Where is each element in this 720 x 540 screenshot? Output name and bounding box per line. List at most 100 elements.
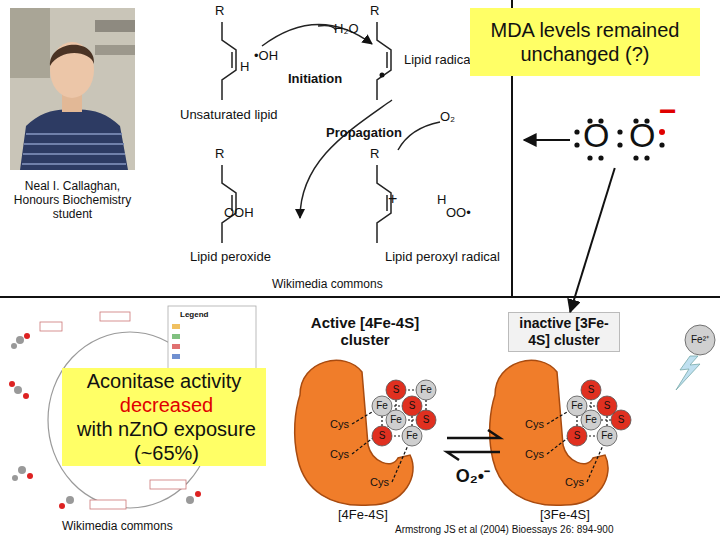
- reaction-arrow: [318, 26, 336, 31]
- text-label: Fe: [420, 384, 432, 396]
- molecule-node: OO−: [575, 118, 670, 168]
- text-label: Propagation: [326, 126, 402, 141]
- text-label: Cys: [370, 476, 389, 489]
- text-label: Armstrong JS et al (2004) Bioessays 26: …: [395, 524, 613, 536]
- pathway-thumbnail: [90, 500, 126, 509]
- text-label: H: [240, 60, 249, 75]
- cluster-atom: [386, 380, 406, 400]
- cluster-atom: [416, 380, 436, 400]
- connector-arrow: [570, 168, 615, 312]
- lightning-bolt: [676, 356, 700, 390]
- lewis-electrons: [633, 155, 638, 160]
- text-label: Fe: [406, 430, 418, 442]
- portrait-photo: [95, 20, 135, 32]
- pathway-thumbnail: [23, 393, 29, 399]
- equilibrium-arrow: [447, 452, 500, 460]
- text-label: Neal I. Callaghan, Honours Biochemistry …: [5, 180, 140, 221]
- text-label: [4Fe-4S]: [338, 508, 388, 523]
- lipid-structure: [386, 52, 388, 68]
- node-text: decreased: [120, 393, 213, 417]
- protein-shape: [490, 360, 608, 505]
- portrait-photo: [10, 8, 50, 78]
- node-text: Aconitase activity: [87, 369, 242, 393]
- lewis-electrons: [574, 129, 579, 134]
- text-label: S: [588, 384, 595, 396]
- pathway-thumbnail: [40, 322, 62, 331]
- pathway-thumbnail: [186, 496, 194, 504]
- text-label: Lipid peroxyl radical: [385, 250, 500, 265]
- portrait-photo: [22, 134, 126, 164]
- text-label: S: [409, 400, 416, 412]
- pathway-thumbnail: [66, 496, 74, 504]
- radical-dot: [380, 73, 385, 78]
- text-label: H: [437, 193, 446, 208]
- text-label: S: [379, 430, 386, 442]
- cluster-atom: [581, 380, 601, 400]
- text-label: Cys: [525, 448, 544, 461]
- text-label: Legend: [180, 310, 208, 319]
- equilibrium-arrow: [447, 430, 500, 438]
- text-label: Fe: [376, 400, 388, 412]
- node-text: O: [629, 118, 655, 152]
- text-label: S: [618, 414, 625, 426]
- lewis-electrons: [617, 142, 622, 147]
- text-label: S: [393, 384, 400, 396]
- text-label: Lipid radical: [404, 53, 473, 68]
- node-text: inactive [3Fe-4S] cluster: [512, 315, 616, 349]
- text-label: R: [215, 4, 224, 19]
- portrait-photo: [20, 110, 128, 170]
- pathway-thumbnail: [24, 333, 30, 339]
- lipid-structure: [377, 22, 391, 100]
- pathway-thumbnail: [172, 354, 180, 359]
- text-label: OOH: [224, 206, 254, 221]
- text-label: O₂: [440, 110, 455, 125]
- lewis-electrons: [574, 142, 579, 147]
- lipid-structure: [222, 22, 236, 100]
- text-label: Cys: [330, 448, 349, 461]
- text-label: Wikimedia commons: [62, 520, 173, 534]
- node-text: O: [583, 118, 609, 152]
- lewis-electrons: [574, 118, 665, 160]
- cluster-atom: [372, 426, 392, 446]
- pathway-thumbnail: [27, 473, 33, 479]
- lewis-electrons: [587, 155, 592, 160]
- cluster-atom: [567, 426, 587, 446]
- pathway-thumbnail: [16, 336, 24, 344]
- text-label: S: [604, 400, 611, 412]
- text-label: Cys: [565, 476, 584, 489]
- text-label: Lipid peroxide: [190, 250, 271, 265]
- text-label: Fe: [601, 430, 613, 442]
- text-label: R: [370, 4, 379, 19]
- cluster-atom: [685, 325, 715, 355]
- text-label: O₂•⁻: [456, 466, 490, 487]
- lightning-bolt: [676, 356, 700, 390]
- text-label: OO•: [446, 206, 471, 221]
- text-label: Fe: [390, 414, 402, 426]
- protein-shape: [295, 360, 608, 505]
- lewis-electrons: [659, 129, 665, 135]
- node-text: MDA levels remained unchanged (?): [473, 18, 697, 66]
- portrait-photo: [50, 45, 94, 66]
- text-label: Fe²⁺: [691, 334, 709, 346]
- divider-line: [0, 296, 720, 298]
- cluster-atom: [567, 396, 587, 416]
- text-label: Unsaturated lipid: [180, 108, 278, 123]
- text-label: Cys: [330, 418, 349, 431]
- lewis-electrons: [659, 142, 664, 147]
- cluster-atom: [372, 396, 392, 416]
- lipid-structure: [231, 52, 233, 68]
- cluster-atom: [597, 396, 617, 416]
- pathway-thumbnail: [14, 386, 22, 394]
- lewis-electrons: [617, 129, 622, 134]
- pathway-thumbnail: [11, 343, 17, 349]
- cluster-atom: [402, 396, 422, 416]
- portrait-photo: [10, 8, 135, 170]
- text-label: S: [423, 414, 430, 426]
- pathway-thumbnail: [18, 466, 26, 474]
- cluster-atom: [402, 426, 422, 446]
- portrait-photo: [95, 45, 135, 55]
- text-label: Initiation: [288, 72, 342, 87]
- radical-dot: [380, 73, 385, 78]
- lewis-electrons: [644, 155, 649, 160]
